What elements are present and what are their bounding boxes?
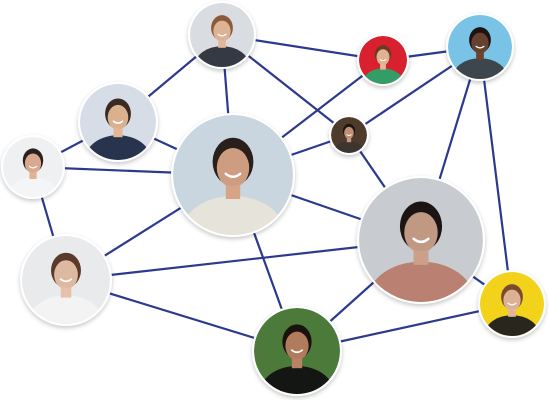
person-avatar-man-small-glasses	[329, 115, 369, 155]
person-avatar-woman-curly-hair	[446, 13, 514, 81]
person-shoulders	[452, 58, 508, 79]
person-shoulders	[182, 196, 284, 235]
person-neck	[60, 284, 72, 298]
person-face	[54, 260, 78, 290]
person-neck	[380, 62, 386, 70]
person-avatar-man-green-bg	[252, 306, 342, 396]
person-avatar-man-headset	[1, 135, 65, 199]
person-shoulders	[28, 295, 104, 324]
person-smile	[290, 349, 304, 354]
avatar-photo	[254, 308, 340, 394]
person-smile	[112, 120, 124, 124]
avatar-photo	[173, 115, 293, 235]
avatar-photo	[331, 117, 367, 153]
avatar-photo	[359, 36, 407, 84]
person-neck	[29, 170, 37, 179]
person-shoulders	[362, 68, 404, 84]
avatar-photo	[3, 137, 63, 197]
person-avatar-businessmen-pair	[78, 82, 158, 162]
person-neck	[218, 38, 226, 48]
person-shoulders	[260, 366, 334, 394]
person-neck	[476, 50, 484, 60]
person-shoulders	[484, 315, 540, 336]
person-smile	[28, 165, 38, 169]
person-shoulders	[333, 141, 365, 153]
person-smile	[507, 302, 517, 306]
avatar-photo	[190, 3, 254, 67]
person-smile	[379, 59, 387, 62]
avatar-photo	[22, 236, 110, 324]
connection-line	[478, 45, 514, 306]
avatar-photo	[359, 178, 483, 302]
person-neck	[346, 136, 352, 143]
person-face	[471, 32, 489, 54]
avatar-photo	[480, 272, 544, 336]
person-face	[404, 212, 438, 254]
person-avatar-woman-smiling	[20, 234, 112, 326]
person-face	[344, 126, 354, 139]
person-face	[285, 331, 309, 361]
avatar-photo	[80, 84, 156, 160]
person-neck	[113, 125, 123, 138]
avatar-photo	[448, 15, 512, 79]
person-smile	[217, 33, 227, 37]
person-neck	[508, 307, 516, 317]
person-face	[24, 153, 42, 174]
person-shoulders	[7, 177, 59, 197]
person-avatar-woman-yellow-bg	[478, 270, 546, 338]
person-face	[503, 289, 521, 311]
person-face	[107, 104, 129, 130]
person-face	[213, 20, 231, 42]
person-face	[376, 49, 390, 66]
person-shoulders	[194, 46, 250, 67]
person-avatar-woman-green-top	[357, 34, 409, 86]
person-avatar-man-thumbs-up	[357, 176, 485, 304]
person-avatar-man-framing-hands	[171, 113, 295, 237]
person-smile	[475, 45, 485, 49]
person-smile	[59, 278, 73, 283]
person-smile	[346, 134, 352, 137]
person-smile	[412, 237, 430, 244]
person-smile	[224, 172, 242, 178]
person-neck	[291, 355, 303, 369]
person-avatar-woman-long-hair	[188, 1, 256, 69]
person-shoulders	[368, 261, 474, 302]
person-face	[216, 148, 250, 188]
person-shoulders	[85, 135, 151, 160]
